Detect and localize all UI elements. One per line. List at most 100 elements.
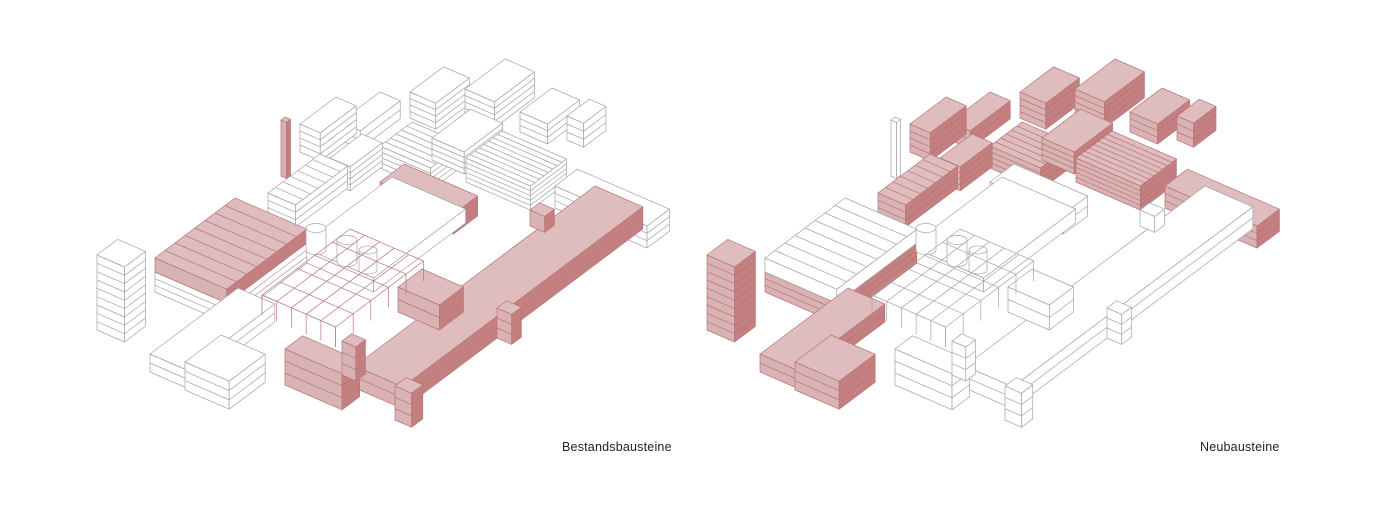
- roof-ridge-line: [194, 227, 267, 260]
- roof-ridge-line: [204, 220, 277, 253]
- floor-line: [295, 173, 348, 213]
- floor-line: [1106, 327, 1122, 335]
- floor-line: [1121, 326, 1132, 335]
- roof-ridge-line: [892, 181, 921, 195]
- floor-line: [320, 119, 357, 148]
- floor-line: [1075, 172, 1141, 201]
- floor-line: [1129, 125, 1158, 138]
- roof-ridge-line: [297, 170, 326, 184]
- roof-ridge-line: [824, 212, 897, 245]
- floor-line: [431, 154, 465, 169]
- floor-line: [435, 84, 470, 110]
- floor-line: [1193, 114, 1217, 132]
- floor-line: [409, 111, 436, 124]
- floor-line: [734, 276, 756, 293]
- roof-ridge-line: [1093, 144, 1159, 173]
- floor-line: [965, 362, 976, 370]
- floor-line: [1049, 299, 1074, 318]
- floor-line: [1041, 143, 1075, 158]
- floor-line: [394, 408, 412, 417]
- floor-line: [96, 304, 125, 318]
- roof-ridge-line: [922, 159, 951, 172]
- roof-ridge-line: [885, 187, 914, 200]
- roof-ridge-line: [915, 164, 943, 178]
- floor-line: [1075, 167, 1141, 196]
- floor-line: [1019, 98, 1046, 111]
- floor-line: [1140, 173, 1177, 201]
- floor-line: [583, 122, 607, 140]
- roof-ridge-line: [312, 159, 341, 172]
- floor-line: [350, 160, 383, 186]
- floor-line: [1256, 216, 1280, 234]
- building-roof: [267, 153, 348, 206]
- floor-line: [341, 352, 356, 359]
- floor-line: [646, 223, 670, 241]
- floor-line: [905, 180, 958, 220]
- floor-line: [734, 292, 756, 309]
- floor-line: [1019, 104, 1046, 117]
- grid-beam: [907, 268, 981, 301]
- floor-line: [1073, 128, 1113, 158]
- grid-beam: [945, 260, 1034, 328]
- roof-ridge-line: [1107, 134, 1173, 163]
- building-front-face: [280, 119, 287, 179]
- building-roof: [951, 333, 976, 348]
- floor-line: [465, 162, 531, 192]
- floor-line: [1104, 84, 1145, 116]
- floor-line: [409, 98, 436, 111]
- roof-ridge-line: [479, 147, 545, 177]
- floor-line: [1041, 148, 1075, 164]
- floor-line: [124, 284, 146, 301]
- floor-line: [794, 371, 840, 391]
- floor-line: [1021, 395, 1033, 405]
- floor-line: [970, 109, 1011, 141]
- floor-line: [930, 126, 967, 155]
- floor-line: [295, 180, 348, 220]
- grid-beam: [942, 241, 1017, 275]
- building-roof: [409, 66, 470, 104]
- grid-beam: [320, 254, 410, 321]
- floor-line: [397, 299, 440, 318]
- floor-line: [299, 130, 321, 141]
- floor-line: [530, 163, 567, 192]
- floor-line: [1019, 111, 1046, 124]
- floor-line: [435, 97, 470, 123]
- roof-ridge-line: [492, 137, 558, 167]
- floor-line: [1074, 95, 1105, 109]
- floor-line: [1129, 118, 1158, 131]
- floor-line: [464, 101, 495, 116]
- floor-line: [1021, 407, 1033, 417]
- building-roof: [1129, 87, 1190, 125]
- roof-ridge-line: [470, 154, 536, 183]
- floor-line: [267, 200, 296, 213]
- floor-line: [1121, 316, 1132, 325]
- roof-ridge-line: [474, 150, 540, 180]
- floor-line: [1104, 91, 1145, 122]
- roof-ridge-line: [1089, 147, 1155, 177]
- floor-line: [706, 321, 735, 334]
- building-roof: [394, 377, 424, 394]
- floor-line: [184, 380, 230, 401]
- floor-line: [149, 362, 187, 380]
- floor-line: [1041, 154, 1075, 169]
- building-roof: [890, 116, 901, 123]
- floor-line: [355, 362, 366, 370]
- floor-line: [228, 372, 266, 401]
- floor-line: [706, 279, 735, 293]
- building-roof: [1041, 108, 1113, 153]
- roof-ridge-line: [497, 134, 563, 163]
- floor-line: [759, 362, 797, 380]
- floor-line: [494, 91, 535, 122]
- floor-line: [124, 309, 146, 326]
- floor-line: [909, 137, 931, 148]
- grid-beam: [276, 235, 365, 302]
- grid-beam: [305, 247, 395, 315]
- floor-line: [794, 380, 840, 401]
- floor-line: [96, 313, 125, 326]
- building-roof: [431, 108, 503, 153]
- grid-beam: [314, 255, 389, 288]
- floor-line: [1045, 97, 1080, 123]
- floor-line: [734, 309, 756, 326]
- floor-line: [965, 350, 976, 359]
- roof-ridge-line: [814, 220, 887, 253]
